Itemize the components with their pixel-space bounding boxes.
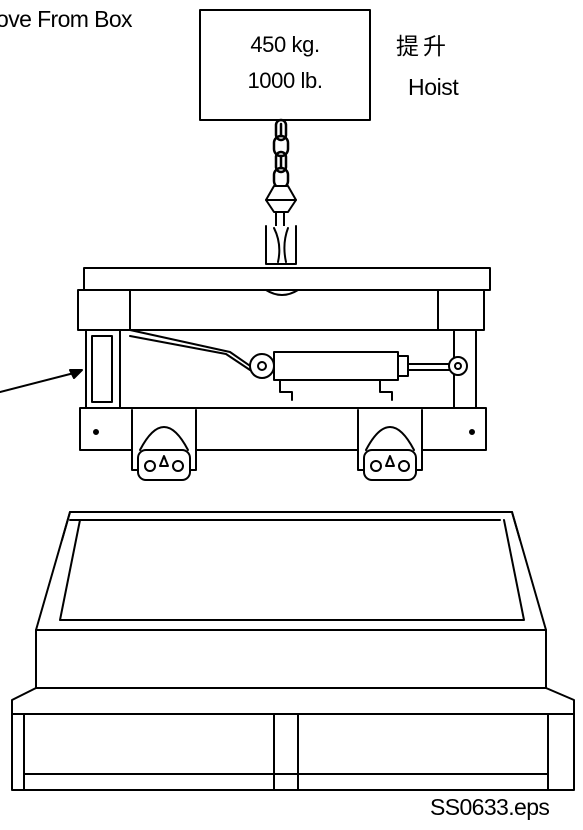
weight-box bbox=[199, 9, 371, 121]
weight-kg: 450 kg. bbox=[250, 32, 320, 57]
hoist-label-chinese: 提升 bbox=[396, 34, 450, 60]
pointer-arrow bbox=[0, 369, 83, 393]
weight-lb: 1000 lb. bbox=[247, 68, 323, 93]
caster-left bbox=[131, 409, 197, 481]
caption-top: ove From Box bbox=[0, 6, 133, 32]
chain bbox=[272, 118, 290, 190]
hook bbox=[265, 185, 297, 265]
hydraulic-cylinder bbox=[249, 351, 468, 401]
caster-right bbox=[357, 409, 423, 481]
hoist-label-english: Hoist bbox=[408, 74, 459, 100]
shipping-box bbox=[35, 511, 547, 689]
pallet bbox=[11, 687, 575, 791]
file-name: SS0633.eps bbox=[430, 794, 550, 820]
